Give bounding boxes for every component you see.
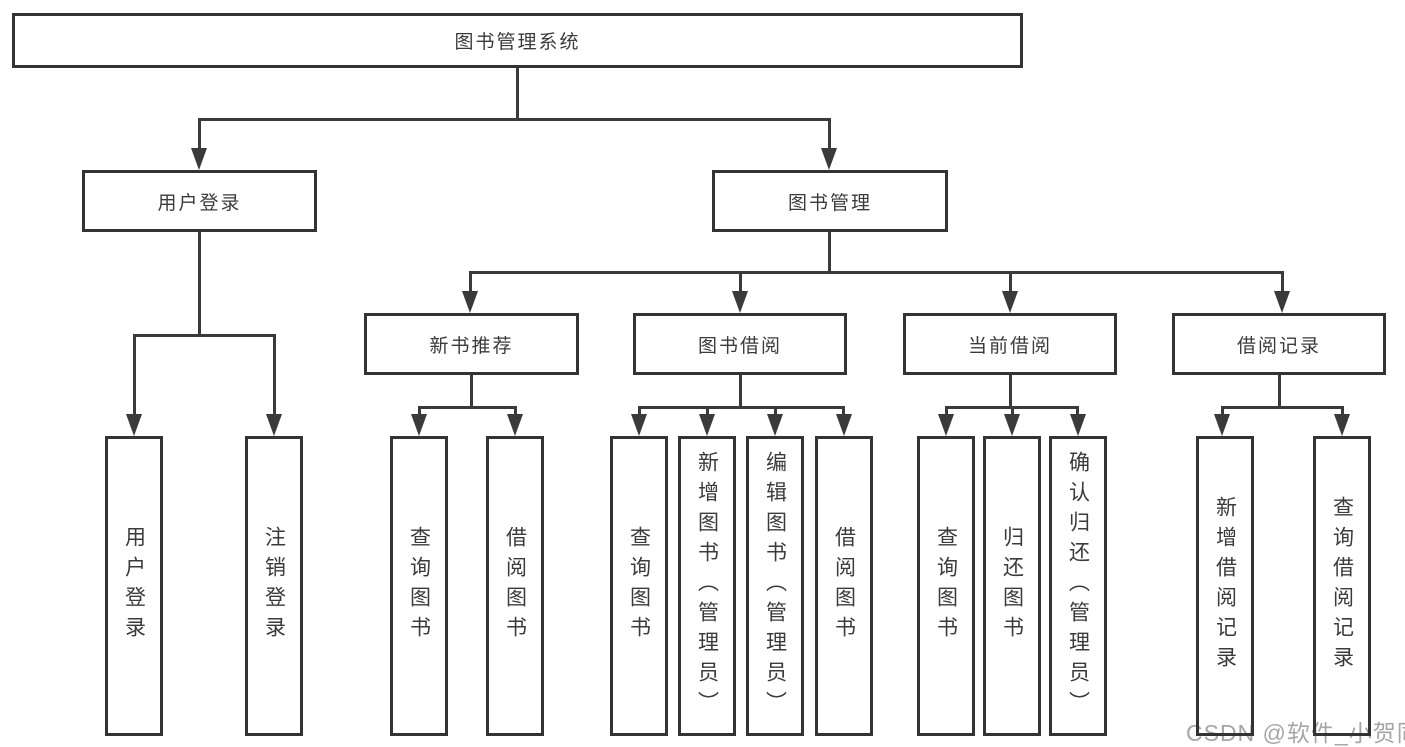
connector-drop: [418, 406, 421, 418]
leaf-confirm-return-admin: 确认归还（管理员）: [1049, 436, 1107, 736]
connector-drop-book-mgmt: [828, 118, 831, 152]
node-label: 用户登录: [157, 192, 242, 214]
node-label: 图书管理: [787, 192, 872, 214]
leaf-label: 归还图书: [1000, 526, 1024, 646]
connector-drop-leaf-logout: [273, 334, 276, 418]
leaf-label: 查询图书: [627, 526, 651, 646]
connector-drop-user-login: [198, 118, 201, 152]
leaf-edit-books-admin: 编辑图书（管理员）: [746, 436, 804, 736]
leaf-label: 借阅图书: [832, 526, 856, 646]
node-book-borrow: 图书借阅: [633, 313, 847, 375]
connector-book-mgmt-stem: [828, 232, 831, 273]
node-current-borrow: 当前借阅: [903, 313, 1117, 375]
leaf-label: 编辑图书（管理员）: [763, 451, 787, 721]
arrowhead: [699, 414, 715, 436]
arrowhead: [767, 414, 783, 436]
connector-drop: [706, 406, 709, 418]
leaf-user-login: 用户登录: [105, 436, 163, 736]
arrowhead: [1214, 414, 1230, 436]
arrowhead: [1070, 414, 1086, 436]
connector-book-borrow-stem: [739, 375, 742, 408]
leaf-label: 查询图书: [407, 526, 431, 646]
connector-borrow-records-stem: [1278, 375, 1281, 408]
connector-new-book-stem: [470, 375, 473, 408]
node-label: 图书管理系统: [454, 32, 581, 53]
leaf-return-books: 归还图书: [983, 436, 1041, 736]
leaf-label: 查询借阅记录: [1330, 496, 1354, 676]
node-book-management: 图书管理: [712, 170, 948, 232]
leaf-query-borrow-record: 查询借阅记录: [1313, 436, 1371, 736]
node-library-management-system: 图书管理系统: [12, 13, 1023, 68]
connector-drop: [945, 406, 948, 418]
leaf-add-borrow-record: 新增借阅记录: [1196, 436, 1254, 736]
node-label: 当前借阅: [967, 335, 1052, 357]
connector-current-borrow-stem: [1009, 375, 1012, 408]
csdn-watermark: CSDN @软件_小贺同学: [1186, 720, 1405, 746]
leaf-label: 新增借阅记录: [1213, 496, 1237, 676]
leaf-add-books-admin: 新增图书（管理员）: [678, 436, 736, 736]
connector-drop: [638, 406, 641, 418]
connector-drop: [842, 406, 845, 418]
leaf-logout: 注销登录: [245, 436, 303, 736]
connector-drop: [774, 406, 777, 418]
arrowhead-borrow-records: [1274, 291, 1290, 313]
arrowhead-leaf-login: [126, 414, 142, 436]
arrowhead: [1004, 414, 1020, 436]
connector-drop-leaf-login: [133, 334, 136, 418]
connector-drop: [1341, 406, 1344, 418]
arrowhead-book-mgmt: [821, 148, 837, 170]
leaf-label: 注销登录: [262, 526, 286, 646]
connector-borrow-records-bar: [1221, 406, 1344, 409]
node-new-book-recommend: 新书推荐: [364, 313, 579, 375]
connector-user-login-stem: [198, 232, 201, 336]
arrowhead-user-login: [191, 148, 207, 170]
leaf-label: 用户登录: [122, 526, 146, 646]
connector-drop-current-borrow: [1009, 271, 1012, 295]
connector-level2-bar: [469, 271, 1284, 274]
leaf-label: 借阅图书: [503, 526, 527, 646]
connector-book-borrow-bar: [638, 406, 845, 409]
connector-drop: [514, 406, 517, 418]
leaf-borrow-books: 借阅图书: [815, 436, 873, 736]
leaf-borrow-books-recommend: 借阅图书: [486, 436, 544, 736]
leaf-query-books-current: 查询图书: [917, 436, 975, 736]
connector-new-book-bar: [418, 406, 517, 409]
arrowhead-current-borrow: [1002, 291, 1018, 313]
arrowhead-new-book: [462, 291, 478, 313]
connector-root-stem: [516, 68, 519, 121]
arrowhead-leaf-logout: [266, 414, 282, 436]
arrowhead-book-borrow: [732, 291, 748, 313]
connector-drop: [1221, 406, 1224, 418]
connector-drop-borrow-records: [1281, 271, 1284, 295]
node-borrow-records: 借阅记录: [1172, 313, 1386, 375]
connector-drop: [1076, 406, 1079, 418]
arrowhead: [631, 414, 647, 436]
connector-user-login-bar: [133, 334, 276, 337]
leaf-query-books-borrow: 查询图书: [610, 436, 668, 736]
arrowhead: [507, 414, 523, 436]
arrowhead: [1334, 414, 1350, 436]
connector-drop-book-borrow: [739, 271, 742, 295]
leaf-query-books-recommend: 查询图书: [390, 436, 448, 736]
connector-drop: [1011, 406, 1014, 418]
node-label: 新书推荐: [429, 335, 514, 357]
arrowhead: [411, 414, 427, 436]
node-user-login: 用户登录: [82, 170, 317, 232]
node-label: 借阅记录: [1236, 335, 1321, 357]
arrowhead: [836, 414, 852, 436]
leaf-label: 确认归还（管理员）: [1066, 451, 1090, 721]
arrowhead: [938, 414, 954, 436]
leaf-label: 查询图书: [934, 526, 958, 646]
connector-drop-new-book: [469, 271, 472, 295]
node-label: 图书借阅: [697, 335, 782, 357]
leaf-label: 新增图书（管理员）: [695, 451, 719, 721]
connector-level1-bar: [198, 118, 831, 121]
